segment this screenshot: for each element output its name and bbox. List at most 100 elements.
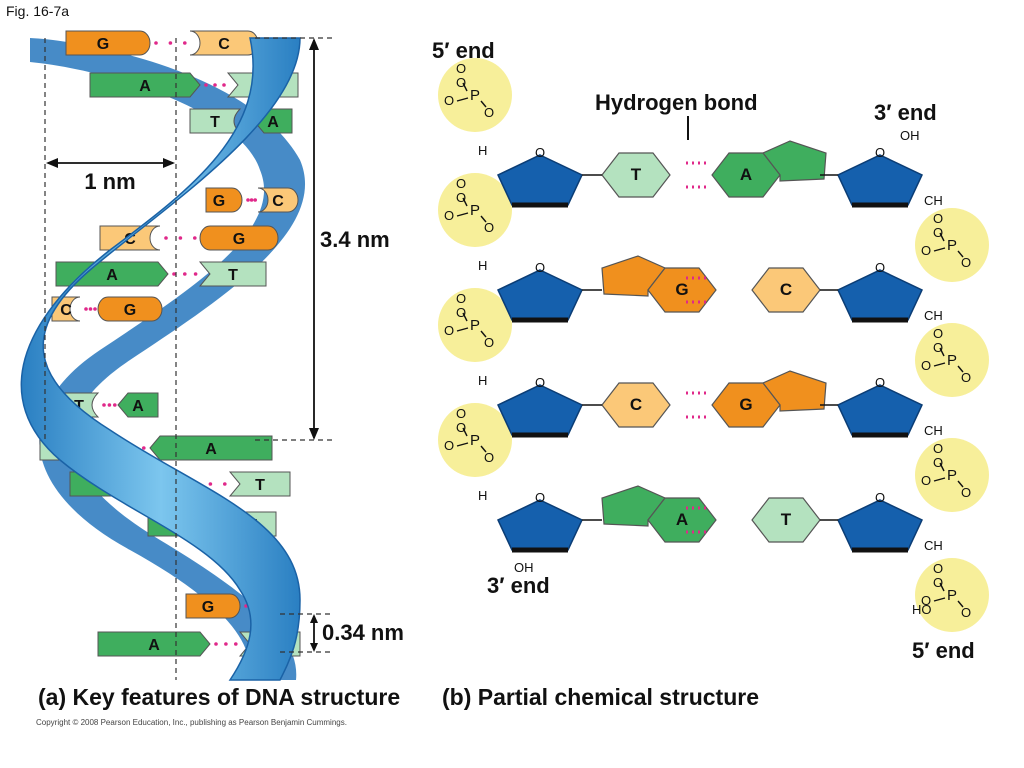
- h2c-label: H: [478, 143, 487, 158]
- nitrogenous-base: T: [751, 497, 821, 543]
- base-letter: T: [74, 398, 84, 415]
- atom-label: O: [456, 190, 466, 205]
- base-letter: T: [255, 477, 265, 494]
- atom-label: O: [456, 291, 466, 306]
- hydrogen-bond-dot: [84, 307, 88, 311]
- atom-label: P: [470, 202, 480, 219]
- base-letter: C: [780, 280, 792, 299]
- base-letter: A: [106, 267, 118, 284]
- width-label: 1 nm: [84, 169, 135, 194]
- atom-label: O: [921, 358, 931, 373]
- atom-label: O: [444, 438, 454, 453]
- atom-label: O: [933, 575, 943, 590]
- ring-oxygen: O: [875, 145, 885, 160]
- copyright: Copyright © 2008 Pearson Education, Inc.…: [36, 718, 347, 727]
- atom-label: O: [444, 93, 454, 108]
- rise-dimension: 0.34 nm: [310, 614, 404, 652]
- atom-label: P: [947, 467, 957, 484]
- ch2-label: CH: [924, 538, 943, 553]
- base-letter: G: [675, 280, 688, 299]
- atom-label: O: [961, 370, 971, 385]
- atom-label: O: [933, 441, 943, 456]
- deoxyribose-sugar: O: [837, 375, 923, 438]
- ring-oxygen: O: [875, 375, 885, 390]
- chemical-structure-panel: POOOOPOOOOPOOOOPOOOOPOOOOPOOOOPOOOOPOOOO…: [432, 38, 989, 663]
- hydrogen-bond-dot: [168, 41, 173, 45]
- helix-back-strand: [30, 38, 306, 680]
- helix-front-strand: [20, 37, 301, 681]
- hydrogen-bond-dot: [246, 198, 250, 202]
- atom-label: O: [921, 593, 931, 608]
- ho-label: HO: [912, 602, 932, 617]
- deoxyribose-sugar: O: [837, 145, 923, 208]
- atom-label: O: [456, 420, 466, 435]
- rise-label: 0.34 nm: [322, 620, 404, 645]
- atom-label: O: [961, 255, 971, 270]
- panel-b-caption: (b) Partial chemical structure: [442, 684, 759, 710]
- oh-label: OH: [514, 560, 534, 575]
- deoxyribose-sugar: O: [497, 375, 583, 438]
- hydrogen-bond-dot: [107, 403, 112, 407]
- base-left: [185, 593, 241, 619]
- nitrogenous-base: C: [601, 382, 671, 428]
- hydrogen-bond-dot: [222, 83, 226, 87]
- base-letter: A: [148, 637, 160, 654]
- atom-label: O: [456, 75, 466, 90]
- atom-label: P: [470, 317, 480, 334]
- hydrogen-bond-dot: [253, 198, 257, 202]
- base-right: [257, 187, 299, 213]
- nitrogenous-base: G: [711, 370, 827, 428]
- turn-label: 3.4 nm: [320, 227, 390, 252]
- atom-label: O: [456, 406, 466, 421]
- nitrogenous-base: C: [751, 267, 821, 313]
- base-letter: G: [213, 193, 225, 210]
- atom-label: O: [484, 335, 494, 350]
- base-right: [117, 392, 159, 418]
- atom-label: P: [947, 352, 957, 369]
- top-right-end-label: 3′ end: [874, 100, 937, 125]
- base-left: [205, 187, 243, 213]
- hydrogen-bond-dot: [193, 236, 197, 240]
- hydrogen-bond-dot: [178, 236, 183, 240]
- deoxyribose-sugar: O: [837, 260, 923, 323]
- hydrogen-bond-dot: [172, 272, 176, 276]
- atom-label: O: [484, 450, 494, 465]
- atom-label: O: [961, 485, 971, 500]
- base-letter: G: [233, 231, 245, 248]
- oh-label: OH: [900, 128, 920, 143]
- atom-label: P: [470, 87, 480, 104]
- base-letter: T: [781, 510, 792, 529]
- base-right: [228, 471, 291, 497]
- bottom-right-end-label: 5′ end: [912, 638, 975, 663]
- hydrogen-bond-dot: [204, 83, 208, 87]
- deoxyribose-sugar: O: [497, 490, 583, 553]
- hydrogen-bond-dot: [234, 642, 238, 646]
- base-left: [55, 261, 169, 287]
- base-letter: A: [205, 441, 217, 458]
- bottom-left-end-label: 3′ end: [487, 573, 550, 598]
- base-letter: C: [630, 395, 642, 414]
- atom-label: O: [933, 326, 943, 341]
- ch2-label: CH: [924, 308, 943, 323]
- atom-label: O: [933, 340, 943, 355]
- base-letter: G: [739, 395, 752, 414]
- hydrogen-bond-dot: [102, 403, 106, 407]
- hydrogen-bond-dot: [113, 403, 117, 407]
- ch2-label: CH: [924, 193, 943, 208]
- base-right: [149, 435, 273, 461]
- base-letter: T: [210, 114, 220, 131]
- base-letter: A: [740, 165, 752, 184]
- hydrogen-bond-dot: [224, 642, 228, 646]
- hydrogen-bond-dot: [213, 83, 217, 87]
